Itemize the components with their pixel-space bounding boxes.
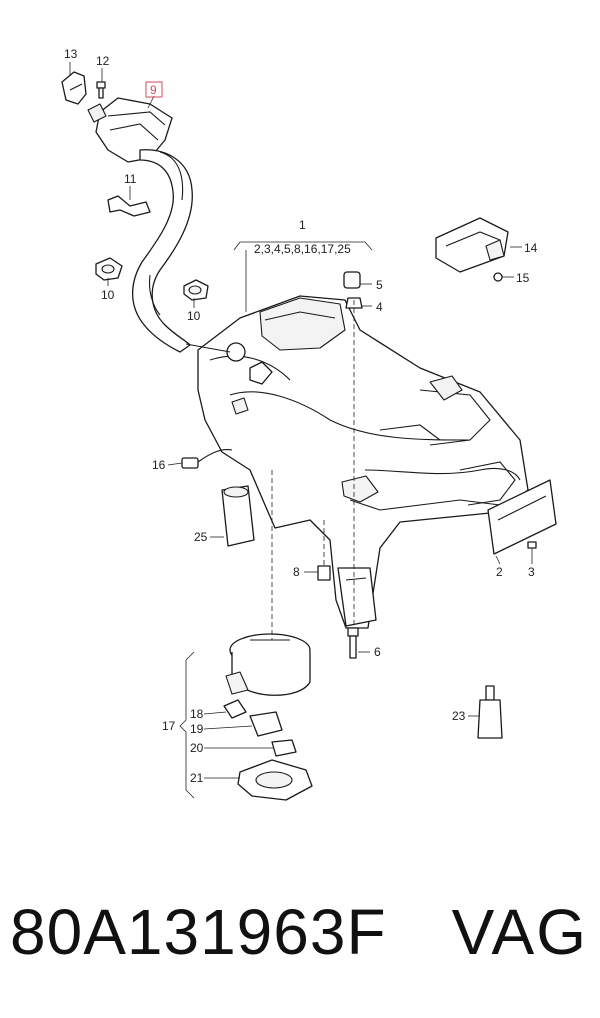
fuel-sender — [225, 633, 311, 696]
callout-18: 18 — [190, 707, 204, 721]
heat-shield-plate — [487, 479, 557, 555]
insert-25 — [221, 485, 255, 547]
highlight-box-9 — [145, 81, 163, 98]
callout-8: 8 — [293, 565, 300, 579]
sensor-19 — [249, 711, 283, 737]
control-unit — [435, 217, 509, 282]
callout-21: 21 — [190, 771, 204, 785]
callout-9: 9 — [150, 83, 157, 97]
callout-2: 2 — [496, 565, 503, 579]
callout-10-left: 10 — [101, 288, 115, 302]
filler-cap — [61, 71, 87, 105]
bottle-23 — [477, 685, 503, 739]
screw-12 — [96, 81, 106, 99]
callout-labels: 13 12 9 11 10 10 1 2,3,4,5,8,16,17,25 14… — [64, 47, 538, 785]
callout-3: 3 — [528, 565, 535, 579]
clip-11 — [107, 195, 151, 217]
exploded-parts-diagram: 13 12 9 11 10 10 1 2,3,4,5,8,16,17,25 14… — [61, 47, 557, 801]
bolt-6 — [347, 627, 359, 659]
ring-21 — [237, 759, 313, 801]
callout-19: 19 — [190, 722, 204, 736]
callout-10-right: 10 — [187, 309, 201, 323]
filler-neck — [87, 97, 193, 353]
callout-11: 11 — [124, 172, 137, 186]
cap-5 — [343, 271, 361, 289]
fuel-tank — [185, 295, 529, 629]
assembly-lines — [271, 300, 355, 640]
callout-13: 13 — [64, 47, 78, 61]
callout-6: 6 — [374, 645, 381, 659]
bolt-8 — [317, 565, 331, 581]
callout-1-components: 2,3,4,5,8,16,17,25 — [254, 242, 351, 256]
callout-17: 17 — [162, 719, 176, 733]
brand-name: VAG — [451, 896, 588, 968]
leader-lines — [69, 62, 533, 799]
callout-14: 14 — [524, 241, 538, 255]
callout-5: 5 — [376, 278, 383, 292]
callout-12: 12 — [96, 54, 110, 68]
clip-20 — [271, 739, 297, 757]
connector-16 — [181, 448, 233, 469]
clip-10-right — [183, 279, 209, 301]
clip-10-left — [95, 257, 123, 281]
callout-20: 20 — [190, 741, 204, 755]
callout-16: 16 — [152, 458, 166, 472]
callout-15: 15 — [516, 271, 530, 285]
callout-4: 4 — [376, 300, 383, 314]
callout-25: 25 — [194, 530, 208, 544]
part-number: 80A131963F — [10, 896, 387, 968]
pump-18 — [223, 699, 247, 719]
callout-1: 1 — [299, 218, 306, 232]
caption-bar: 80A131963F VAG — [0, 895, 600, 985]
callout-23: 23 — [452, 709, 466, 723]
